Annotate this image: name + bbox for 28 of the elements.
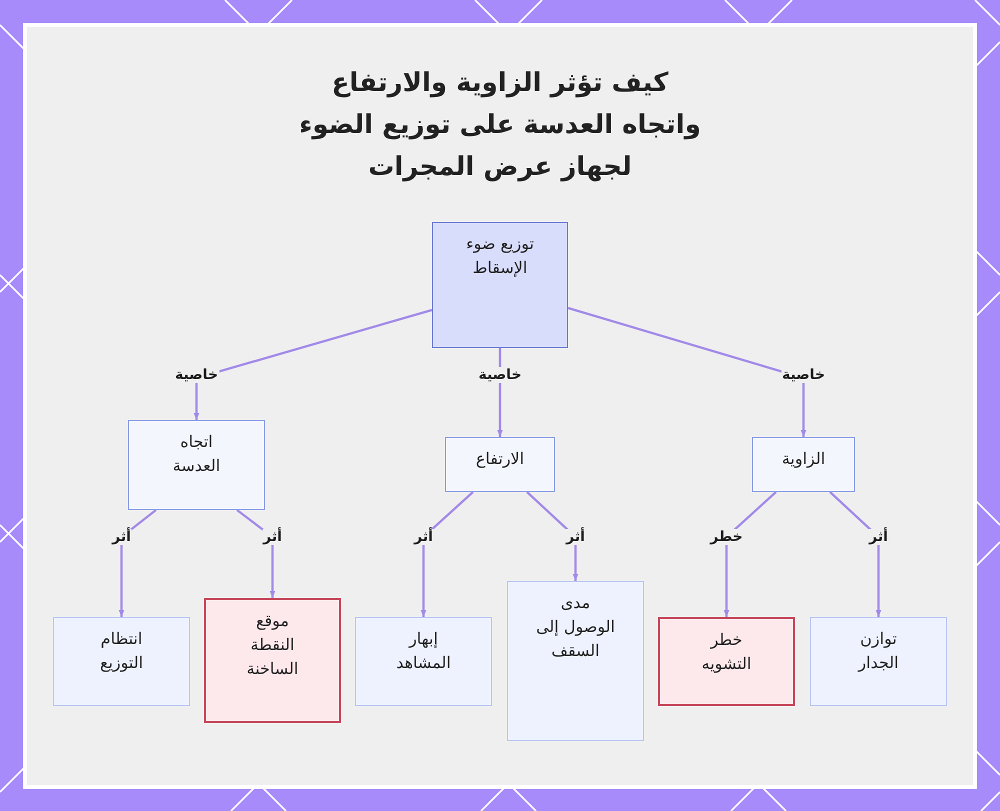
- node-box: توازن الجدار: [810, 617, 947, 706]
- edge-label: أثر: [413, 529, 434, 545]
- node-box: اتجاه العدسة: [128, 420, 265, 510]
- arrow: [724, 491, 777, 617]
- arrow: [568, 306, 806, 437]
- arrow: [829, 491, 882, 617]
- node-box: توزيع ضوء الإسقاط: [432, 222, 568, 348]
- node-box: الزاوية: [752, 437, 855, 492]
- arrow: [420, 491, 474, 617]
- edge-label: خاصية: [780, 367, 826, 383]
- edge-label: خاصية: [174, 367, 220, 383]
- edge-label: أثر: [565, 529, 586, 545]
- edge-label: أثر: [262, 529, 283, 545]
- edge-label: أثر: [111, 529, 132, 545]
- node-box: إبهار المشاهد: [355, 617, 492, 706]
- edge-label: خاصية: [477, 367, 523, 383]
- edge-label: خطر: [709, 529, 744, 545]
- node-box: موقع النقطة الساخنة: [204, 598, 341, 723]
- node-box: الارتفاع: [445, 437, 555, 492]
- arrow: [118, 509, 157, 617]
- node-box: خطر التشويه: [658, 617, 795, 706]
- edge-label: أثر: [868, 529, 889, 545]
- node-box: انتظام التوزيع: [53, 617, 190, 706]
- arrow: [526, 491, 578, 581]
- arrow: [194, 308, 432, 420]
- arrow: [236, 509, 276, 598]
- node-box: مدى الوصول إلى السقف: [507, 581, 644, 741]
- title: كيف تؤثر الزاوية والارتفاع واتجاه العدسة على توزيع الضوء لجهاز عرض المجرات: [298, 67, 702, 184]
